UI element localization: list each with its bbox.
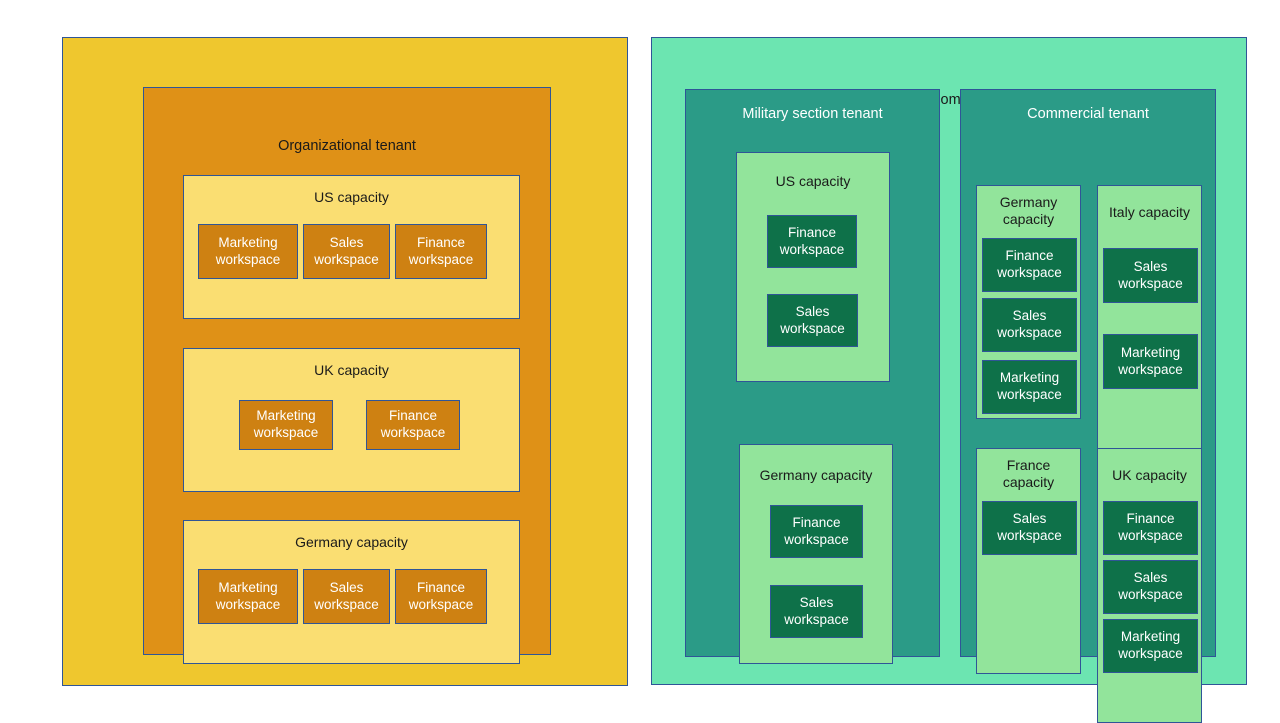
capacity-france-title: France capacity [979, 457, 1078, 491]
workspace-label-line2: workspace [380, 425, 446, 440]
workspace-label-line2: workspace [408, 596, 474, 612]
capacity-france-container[interactable]: France capacity Sales workspace [976, 448, 1081, 674]
workspace-label-line1: Finance [416, 579, 466, 595]
capacity-italy-container[interactable]: Italy capacity Sales workspace Marketing… [1097, 185, 1202, 470]
workspace-sales[interactable]: Sales workspace [982, 298, 1077, 352]
workspace-label-line1: Finance [388, 408, 438, 424]
workspace-finance[interactable]: Finance workspace [770, 505, 863, 558]
workspace-sales[interactable]: Sales workspace [770, 585, 863, 638]
capacity-us-title: US capacity [775, 173, 851, 189]
workspace-finance[interactable]: Finance workspace [982, 238, 1077, 292]
tenant-military-section-container[interactable]: Military section tenant US capacity Fina… [685, 89, 940, 664]
company-b-container[interactable]: Retail company B Military section tenant… [651, 37, 1247, 723]
tenant-organizational-title: Organizational tenant [278, 138, 416, 154]
workspace-sales[interactable]: Sales workspace [303, 569, 390, 624]
workspace-finance[interactable]: Finance workspace [395, 569, 487, 624]
capacity-us-container[interactable]: US capacity Marketing workspace Sales wo… [183, 175, 520, 319]
workspace-marketing[interactable]: Marketing workspace [198, 569, 298, 624]
company-a-container[interactable]: Retail company A Organizational tenant U… [62, 37, 628, 686]
workspace-label-line1: Marketing [1120, 629, 1181, 645]
workspace-label-line2: workspace [997, 528, 1062, 543]
tenant-organizational-container[interactable]: Organizational tenant US capacity Market… [143, 87, 551, 664]
workspace-label-line2: workspace [779, 241, 845, 257]
workspace-label-line1: Finance [792, 514, 841, 530]
workspace-sales[interactable]: Sales workspace [982, 501, 1077, 555]
workspace-label-line1: Sales [329, 579, 364, 595]
workspace-label-line2: workspace [784, 611, 849, 627]
capacity-uk-container[interactable]: UK capacity Finance workspace Sales work… [1097, 448, 1202, 723]
tenant-commercial-title: Commercial tenant [1027, 106, 1149, 122]
workspace-label-line2: workspace [780, 320, 845, 336]
workspace-label-line1: Sales [1133, 570, 1168, 586]
capacity-italy-title: Italy capacity [1109, 204, 1190, 220]
workspace-sales[interactable]: Sales workspace [1103, 560, 1198, 614]
workspace-label-line2: workspace [1118, 275, 1183, 291]
capacity-title-line1: France [1006, 457, 1051, 473]
workspace-label-line1: Marketing [218, 579, 278, 595]
workspace-finance[interactable]: Finance workspace [767, 215, 857, 268]
workspace-sales[interactable]: Sales workspace [1103, 248, 1198, 303]
capacity-germany-container[interactable]: Germany capacity Finance workspace Sales… [976, 185, 1081, 419]
workspace-marketing[interactable]: Marketing workspace [982, 360, 1077, 414]
workspace-label-line1: Sales [799, 594, 834, 610]
workspace-label-line1: Finance [1126, 511, 1175, 527]
workspace-label-line2: workspace [215, 251, 281, 267]
capacity-germany-container[interactable]: Germany capacity Finance workspace Sales… [739, 444, 893, 664]
workspace-label-line1: Finance [416, 234, 466, 250]
workspace-label-line2: workspace [997, 265, 1062, 280]
workspace-label-line1: Finance [787, 224, 837, 240]
capacity-germany-title: Germany capacity [295, 534, 408, 550]
workspace-label-line2: workspace [314, 251, 379, 267]
capacity-title-line1: Germany [999, 194, 1058, 210]
workspace-label-line1: Sales [1012, 308, 1047, 324]
tenant-military-section-title: Military section tenant [742, 106, 883, 122]
workspace-sales[interactable]: Sales workspace [767, 294, 858, 347]
workspace-finance[interactable]: Finance workspace [366, 400, 460, 450]
workspace-label-line2: workspace [314, 596, 379, 612]
capacity-germany-container[interactable]: Germany capacity Marketing workspace Sal… [183, 520, 520, 664]
capacity-title-line2: capacity [1002, 474, 1055, 491]
workspace-label-line1: Sales [329, 234, 364, 250]
workspace-label-line1: Marketing [218, 234, 278, 250]
workspace-label-line2: workspace [1118, 528, 1183, 543]
workspace-label-line2: workspace [1118, 587, 1183, 602]
workspace-label-line1: Finance [1005, 248, 1054, 264]
workspace-label-line2: workspace [253, 425, 319, 440]
capacity-us-container[interactable]: US capacity Finance workspace Sales work… [736, 152, 890, 382]
workspace-label-line1: Sales [1133, 258, 1168, 274]
workspace-label-line1: Marketing [256, 408, 316, 424]
capacity-uk-title: UK capacity [314, 362, 389, 378]
workspace-label-line1: Marketing [999, 370, 1060, 386]
workspace-label-line1: Marketing [1120, 344, 1181, 360]
workspace-finance[interactable]: Finance workspace [395, 224, 487, 279]
tenant-commercial-container[interactable]: Commercial tenant Germany capacity Finan… [960, 89, 1216, 723]
workspace-label-line1: Sales [795, 303, 830, 319]
workspace-marketing[interactable]: Marketing workspace [1103, 334, 1198, 389]
workspace-label-line1: Sales [1012, 511, 1047, 527]
workspace-label-line2: workspace [1118, 361, 1183, 377]
workspace-marketing[interactable]: Marketing workspace [198, 224, 298, 279]
capacity-germany-title: Germany capacity [759, 467, 873, 483]
workspace-label-line2: workspace [784, 531, 849, 547]
workspace-label-line2: workspace [997, 387, 1062, 402]
workspace-label-line2: workspace [997, 325, 1062, 340]
capacity-germany-title: Germany capacity [979, 194, 1078, 228]
workspace-sales[interactable]: Sales workspace [303, 224, 390, 279]
workspace-label-line2: workspace [1118, 646, 1183, 661]
capacity-us-title: US capacity [314, 189, 389, 205]
capacity-uk-container[interactable]: UK capacity Marketing workspace Finance … [183, 348, 520, 492]
workspace-marketing[interactable]: Marketing workspace [239, 400, 333, 450]
workspace-label-line2: workspace [215, 596, 281, 612]
workspace-marketing[interactable]: Marketing workspace [1103, 619, 1198, 673]
workspace-label-line2: workspace [408, 251, 474, 267]
capacity-uk-title: UK capacity [1112, 467, 1187, 483]
capacity-title-line2: capacity [1002, 211, 1055, 228]
workspace-finance[interactable]: Finance workspace [1103, 501, 1198, 555]
